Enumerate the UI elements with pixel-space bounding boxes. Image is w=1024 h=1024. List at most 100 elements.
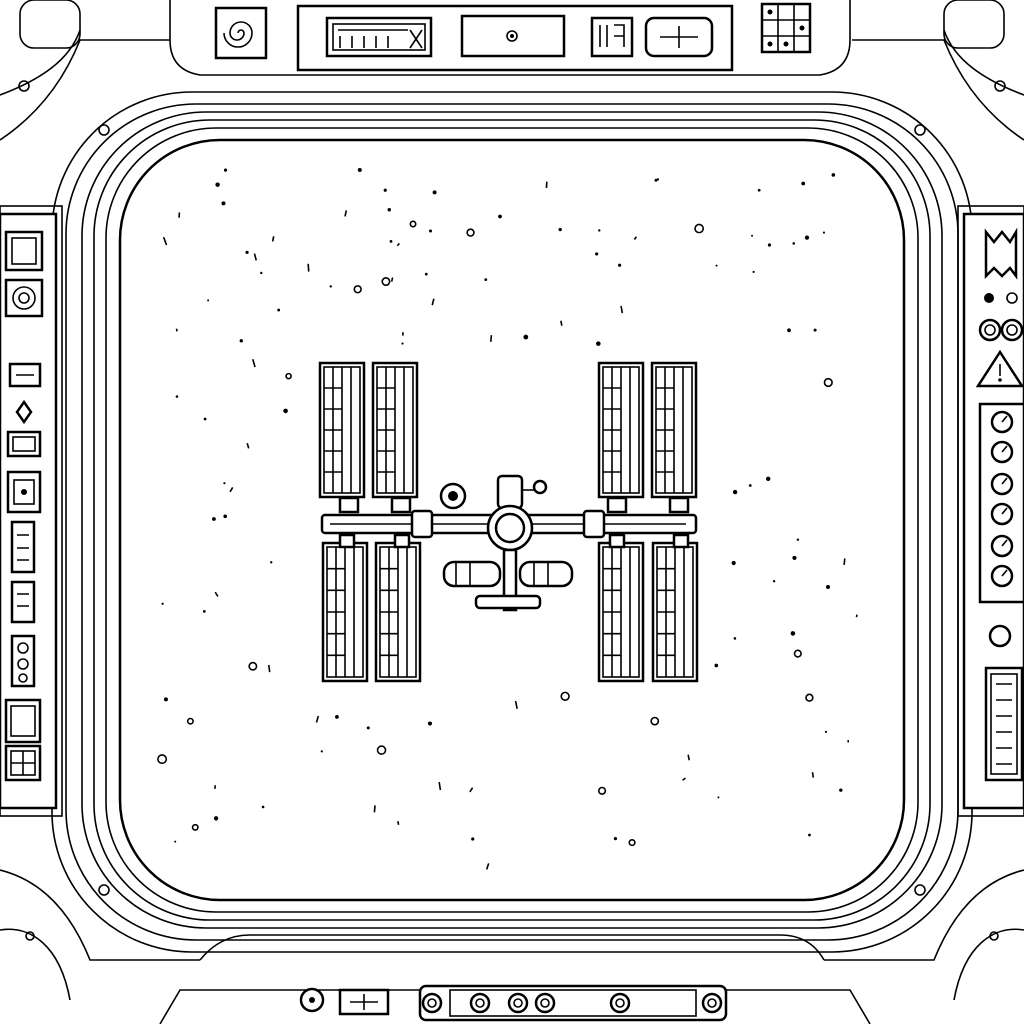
rose-dial[interactable]: [4, 278, 44, 318]
eye-indicator-icon: [984, 292, 1018, 304]
star: [161, 602, 164, 605]
star: [471, 837, 475, 841]
screen-icon: [10, 705, 36, 737]
star: [489, 335, 493, 342]
star: [469, 787, 474, 793]
warning-triangle-icon: [975, 349, 1024, 388]
star: [223, 514, 227, 519]
diamond-indicator-icon: [15, 399, 33, 425]
framed-dial-icon: [13, 479, 35, 505]
star: [223, 482, 226, 485]
round-button-4[interactable]: [534, 992, 556, 1014]
star: [687, 754, 691, 761]
star: [498, 214, 502, 219]
bottom-button-bar: [418, 984, 728, 1022]
star: [427, 721, 433, 726]
round-button-6[interactable]: [701, 992, 723, 1014]
star: [485, 863, 490, 870]
star: [654, 178, 658, 182]
round-button-icon: [513, 998, 523, 1008]
star: [389, 239, 393, 243]
star: [212, 517, 216, 521]
double-ring-button[interactable]: [978, 318, 1024, 342]
round-button-icon: [475, 998, 485, 1008]
star: [207, 299, 210, 302]
round-button-icon: [707, 998, 717, 1008]
star: [822, 231, 826, 234]
star: [484, 278, 488, 282]
star: [751, 234, 754, 237]
switch-panel-button[interactable]: [590, 16, 634, 58]
star: [752, 270, 755, 274]
star: [429, 229, 433, 233]
star: [792, 555, 797, 561]
gauge-icon: [990, 472, 1014, 496]
switch-panel-icon: [599, 24, 625, 47]
star: [790, 631, 796, 636]
star: [558, 227, 562, 232]
star: [831, 173, 836, 177]
knob[interactable]: [299, 987, 325, 1013]
round-button-5[interactable]: [609, 992, 631, 1014]
rose-dial-icon: [12, 286, 36, 310]
tall-slider-icon: [17, 534, 29, 561]
star: [186, 717, 194, 725]
star: [523, 334, 529, 340]
crown-emblem-icon: [984, 227, 1018, 280]
star: [320, 750, 323, 753]
star: [826, 584, 831, 589]
star: [175, 328, 178, 332]
solar-panel: [597, 541, 645, 683]
gauge-icon: [990, 440, 1014, 464]
star: [717, 796, 720, 799]
round-button-3[interactable]: [507, 992, 529, 1014]
star: [757, 188, 761, 192]
ring-button[interactable]: [988, 624, 1012, 648]
star: [315, 715, 320, 723]
star: [353, 285, 362, 294]
star: [203, 417, 207, 421]
star: [424, 272, 428, 276]
star: [813, 328, 817, 332]
star: [157, 754, 168, 765]
hull-frame: [0, 0, 1024, 1001]
star: [620, 305, 624, 314]
tall-slider-2[interactable]: [10, 580, 36, 624]
star: [191, 823, 199, 831]
round-button-2[interactable]: [469, 992, 491, 1014]
star: [277, 308, 281, 312]
solar-panel: [650, 361, 698, 499]
star: [650, 716, 660, 726]
star: [260, 271, 263, 275]
star: [811, 772, 815, 778]
star: [560, 691, 570, 701]
star: [174, 840, 177, 843]
star: [267, 664, 271, 673]
star: [792, 242, 796, 245]
star: [714, 663, 719, 668]
star: [285, 372, 292, 380]
star: [843, 558, 846, 566]
gauge-icon: [990, 534, 1014, 558]
star: [596, 341, 601, 346]
star: [613, 837, 618, 841]
slot-display-icon: [506, 30, 518, 42]
readout-strip: [984, 666, 1024, 782]
rectangle-button-icon: [12, 436, 36, 452]
star: [221, 201, 226, 206]
space-station-icon: [318, 361, 699, 683]
star: [731, 560, 736, 566]
star: [748, 484, 752, 487]
star: [823, 377, 833, 388]
bottom-console: [159, 934, 871, 1024]
tall-slider-1[interactable]: [10, 520, 36, 574]
knob-icon: [309, 997, 315, 1003]
station-core-module: [439, 474, 574, 612]
star: [804, 235, 810, 240]
switch-icon: [350, 994, 378, 1010]
round-button-1[interactable]: [421, 992, 443, 1014]
plus-knob-icon: [660, 26, 698, 48]
star: [397, 821, 400, 825]
star: [215, 182, 220, 187]
